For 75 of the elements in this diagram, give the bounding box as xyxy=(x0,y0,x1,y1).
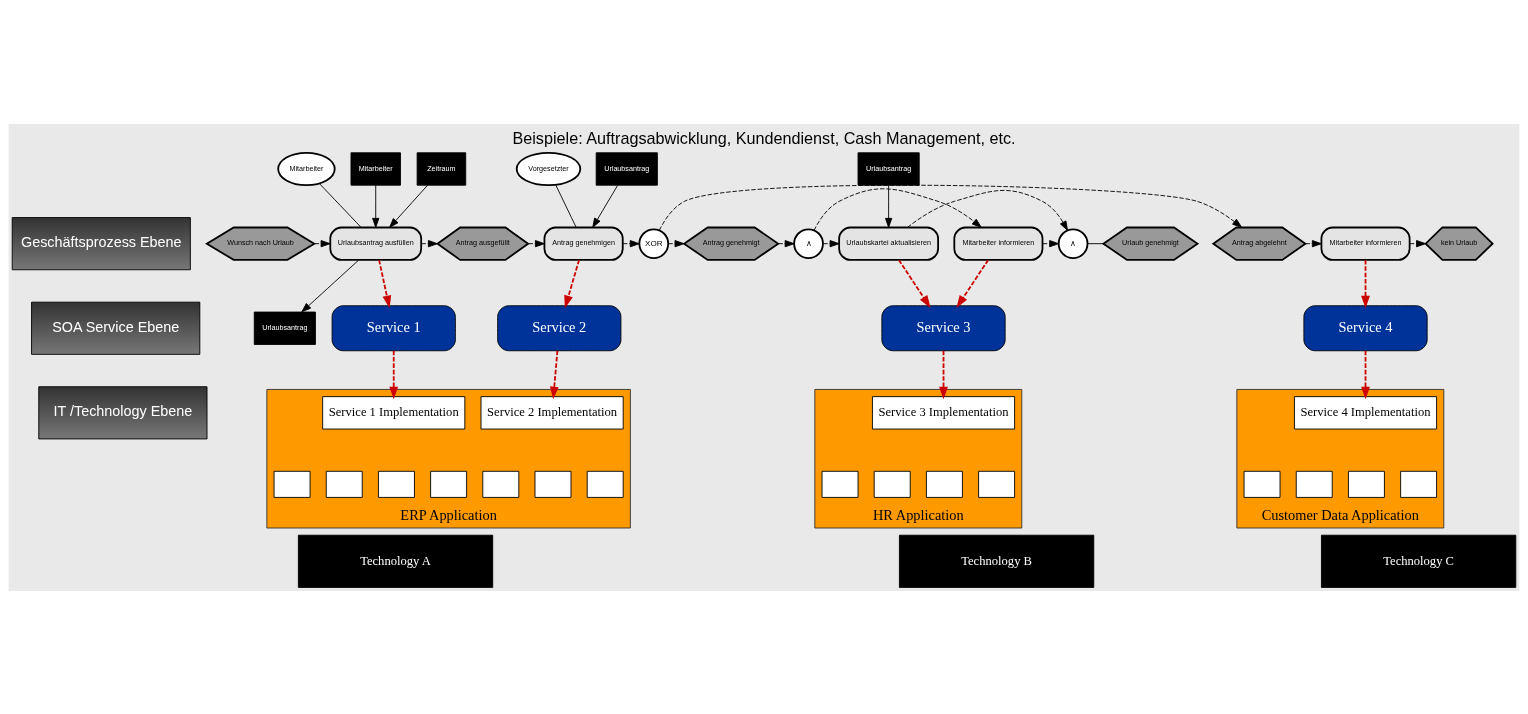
node-box: Technology A xyxy=(297,534,494,588)
arrow xyxy=(907,189,1068,231)
connector xyxy=(555,184,577,228)
node-box xyxy=(821,470,859,498)
node-box xyxy=(534,470,572,498)
node-circle: ∧ xyxy=(793,227,824,259)
node-box: Service 1 Implementation xyxy=(322,395,466,429)
arrow xyxy=(822,239,840,247)
node-box: Service 4 xyxy=(1303,304,1428,351)
node-ellipse: Vorgesetzter xyxy=(515,151,582,186)
node-box: Geschäftsprozess Ebene xyxy=(11,216,191,270)
node-box: Zeitraum xyxy=(416,151,467,186)
node-box: SOA Service Ebene xyxy=(31,301,201,355)
connector xyxy=(1087,242,1104,244)
node-box xyxy=(1243,470,1281,498)
arrow xyxy=(1361,349,1370,399)
node-box: Mitarbeiter xyxy=(350,151,401,186)
diagram-title: Beispiele: Auftragsabwicklung, Kundendienst, Cash Management, etc. xyxy=(512,128,1016,147)
arrow xyxy=(549,349,559,399)
node-circle: ∧ xyxy=(1057,227,1089,259)
arrow xyxy=(1042,239,1060,247)
arrow xyxy=(420,239,438,247)
node-box: Service 4 Implementation xyxy=(1294,395,1438,429)
node-box: Service 3 Implementation xyxy=(871,395,1016,429)
node-box xyxy=(978,470,1016,498)
arrow xyxy=(939,349,948,399)
node-box: Service 1 xyxy=(331,304,456,351)
arrow xyxy=(389,349,399,399)
arrow xyxy=(564,258,580,308)
node-box: Urlaubsantrag xyxy=(595,151,658,186)
node-ellipse: Mitarbeiter xyxy=(277,151,336,186)
arrow xyxy=(885,184,893,228)
node-box xyxy=(482,470,520,498)
node-box: Technology B xyxy=(898,534,1095,588)
node-box: Antrag genehmigen xyxy=(543,226,624,261)
node-box: Service 3 xyxy=(881,304,1006,351)
arrow xyxy=(301,259,360,312)
arrow xyxy=(1361,258,1370,308)
arrow xyxy=(898,258,931,308)
arrow xyxy=(372,184,380,228)
arrow xyxy=(389,184,428,228)
node-box: Technology C xyxy=(1321,534,1517,588)
node-box xyxy=(925,470,963,498)
arrow xyxy=(1304,239,1322,247)
node-box: IT /Technology Ebene xyxy=(38,385,208,439)
node-box xyxy=(1400,470,1438,498)
node-box xyxy=(1347,470,1385,498)
node-box: Urlaubskartei aktualisieren xyxy=(838,226,939,261)
node-box: Mitarbeiter informieren xyxy=(1320,226,1411,261)
connector xyxy=(319,182,362,228)
node-box: Urlaubsantrag ausfüllen xyxy=(329,226,423,261)
arrow xyxy=(777,239,795,247)
node-box: Mitarbeiter informieren xyxy=(953,226,1044,261)
node-box xyxy=(273,470,311,498)
arrow xyxy=(813,187,982,231)
node-box: Urlaubsantrag xyxy=(253,311,316,345)
arrow xyxy=(622,239,640,247)
node-box: Service 2 Implementation xyxy=(480,395,624,429)
arrow xyxy=(667,239,685,247)
node-box xyxy=(1295,470,1333,498)
node-box: Urlaubsantrag xyxy=(857,151,920,186)
node-box: Service 2 xyxy=(497,304,622,351)
arrow xyxy=(528,239,545,247)
arrow xyxy=(658,184,1243,231)
node-box xyxy=(873,470,911,498)
arrow xyxy=(1409,239,1426,247)
node-box xyxy=(378,470,415,498)
arrow xyxy=(378,258,392,308)
arrow xyxy=(592,184,619,228)
node-box xyxy=(586,470,624,498)
arrow xyxy=(956,258,989,308)
arrow xyxy=(314,239,331,247)
node-box xyxy=(430,470,468,498)
node-circle: XOR xyxy=(638,227,670,259)
node-box xyxy=(325,470,363,498)
